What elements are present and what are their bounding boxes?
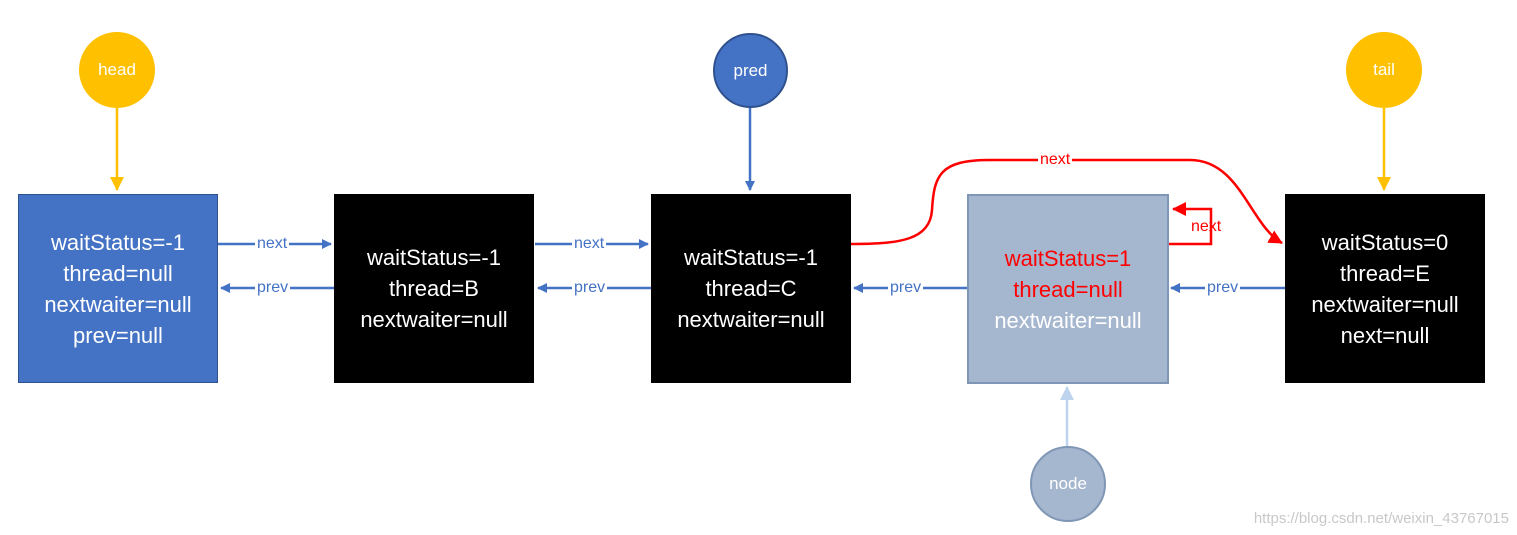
node-field: nextwaiter=null [44, 291, 192, 317]
tail-pointer: tail [1346, 32, 1422, 108]
node-field-highlight: thread=null [1013, 276, 1123, 302]
pred-pointer: pred [713, 33, 788, 108]
node-field: prev=null [73, 322, 163, 348]
next-label-red: next [1038, 151, 1073, 169]
tail-pointer-label: tail [1373, 60, 1395, 79]
node-field: thread=C [705, 276, 797, 301]
node-field: thread=B [389, 276, 479, 301]
node-field: nextwaiter=null [360, 307, 508, 332]
node-pointer: node [1030, 446, 1106, 522]
node-field: waitStatus=-1 [367, 245, 501, 270]
prev-label-3: prev [888, 279, 924, 297]
node-field: waitStatus=0 [1321, 229, 1449, 255]
next-arrow-red [850, 158, 1283, 246]
node-field: waitStatus=-1 [51, 229, 185, 255]
node-field: nextwaiter=null [677, 307, 825, 332]
next-label-2: next [572, 235, 607, 253]
next-label-1: next [255, 235, 290, 253]
prev-label-1: prev [255, 279, 291, 297]
queue-node-head: waitStatus=-1 thread=null nextwaiter=nul… [18, 194, 218, 383]
head-pointer-label: head [98, 60, 136, 79]
next-self-loop [1169, 202, 1213, 246]
node-field: waitStatus=-1 [684, 245, 818, 270]
node-field: thread=null [63, 260, 173, 286]
node-field: next=null [1340, 322, 1430, 348]
head-pointer: head [79, 32, 155, 108]
queue-node-cancelled: waitStatus=1 thread=null nextwaiter=null [967, 194, 1169, 384]
prev-label-4: prev [1205, 279, 1241, 297]
prev-label-2: prev [572, 279, 608, 297]
node-field: nextwaiter=null [1311, 291, 1459, 317]
node-pointer-label: node [1049, 474, 1087, 493]
queue-node-c: waitStatus=-1 thread=C nextwaiter=null [651, 194, 851, 383]
node-field-highlight: waitStatus=1 [1004, 245, 1132, 271]
watermark: https://blog.csdn.net/weixin_43767015 [1253, 510, 1509, 527]
node-field: thread=E [1340, 260, 1430, 286]
queue-node-b: waitStatus=-1 thread=B nextwaiter=null [334, 194, 534, 383]
next-label-self: next [1191, 218, 1222, 235]
node-field: nextwaiter=null [994, 307, 1142, 333]
pred-pointer-label: pred [733, 60, 768, 80]
queue-node-e: waitStatus=0 thread=E nextwaiter=null ne… [1285, 194, 1485, 383]
